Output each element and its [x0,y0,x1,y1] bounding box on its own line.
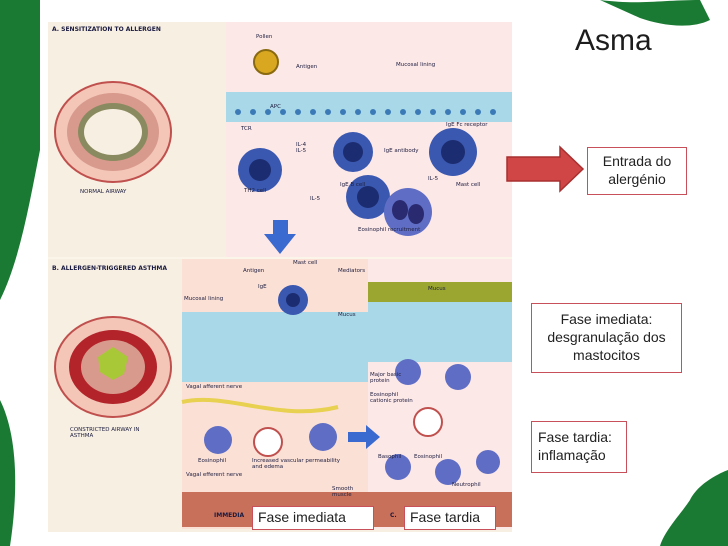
ige-antibody-label: IgE antibody [384,148,419,154]
callout-entrada-line2: alergénio [608,171,666,187]
il5-label: IL-5 [428,176,439,182]
apc-label: APC [270,104,281,110]
panel-a-heading: A. SENSITIZATION TO ALLERGEN [52,26,161,33]
slide-title: Asma [575,24,652,57]
figure-illustration [48,22,512,532]
eosinophil-cationic-protein-label: Eosinophil cationic protein [370,392,413,404]
ige-label-b: IgE [258,284,267,290]
panel-c-heading: C. [390,512,397,519]
th2-cell-label: TH2 cell [244,188,267,194]
vascular-label: Increased vascular permeability and edem… [252,458,341,470]
label-fase-imediata: Fase imediata [252,506,374,530]
constricted-airway-label: CONSTRICTED AIRWAY IN ASTHMA [70,427,140,439]
normal-airway-label: NORMAL AIRWAY [80,189,127,195]
smooth-muscle-label: Smooth muscle [332,486,354,498]
callout-tardia-line2: inflamação [538,447,606,463]
antigen-label-b: Antigen [243,268,265,274]
label-fase-tardia: Fase tardia [404,506,496,530]
panel-b-heading: B. ALLERGEN-TRIGGERED ASTHMA [52,265,167,272]
callout-imediata-line1: Fase imediata: [560,311,653,327]
ige-b-cell-label: IgE B cell [340,182,366,188]
basophil-label: Basophil [378,454,402,460]
callout-entrada-line1: Entrada do [602,153,672,169]
callout-imediata-line3: mastocitos [573,347,640,363]
il5-label-b: IL-5 [310,196,321,202]
asthma-figure: A. SENSITIZATION TO ALLERGEN NORMAL AIRW… [48,22,512,532]
antigen-label-a: Antigen [296,64,318,70]
vagal-afferent-label: Vagal afferent nerve [186,384,243,390]
eosinophil-recruitment-label: Eosinophil recruitment [358,227,421,233]
major-basic-protein-label: Major basic protein [370,372,402,384]
callout-fase-imediata: Fase imediata: desgranulação dos mastoci… [531,303,682,373]
eosinophil-label-b: Eosinophil [198,458,227,464]
immediate-label: IMMEDIA [214,512,245,519]
mucosal-lining-label-a: Mucosal lining [396,62,436,68]
ige-fc-receptor-label: IgE Fc receptor [446,122,488,128]
callout-imediata-line2: desgranulação dos [547,329,666,345]
arrow-right-icon [506,145,585,193]
mucus-label-b: Mucus [338,312,356,318]
mucus-label-c: Mucus [428,286,446,292]
callout-fase-tardia: Fase tardia: inflamação [531,421,627,473]
mucosal-lining-label-b: Mucosal lining [184,296,224,302]
pollen-label: Pollen [256,34,273,40]
mast-cell-label-a: Mast cell [456,182,481,188]
mast-cell-label-b: Mast cell [293,260,318,266]
vagal-efferent-label: Vagal efferent nerve [186,472,243,478]
callout-tardia-line1: Fase tardia: [538,429,612,445]
tcr-label: TCR [241,126,252,132]
eosinophil-label-c: Eosinophil [414,454,443,460]
mediators-label: Mediators [338,268,366,274]
callout-entrada-alergenio: Entrada do alergénio [587,147,687,195]
il4-il5-label: IL-4 IL-5 [296,142,307,154]
neutrophil-label: Neutrophil [452,482,481,488]
